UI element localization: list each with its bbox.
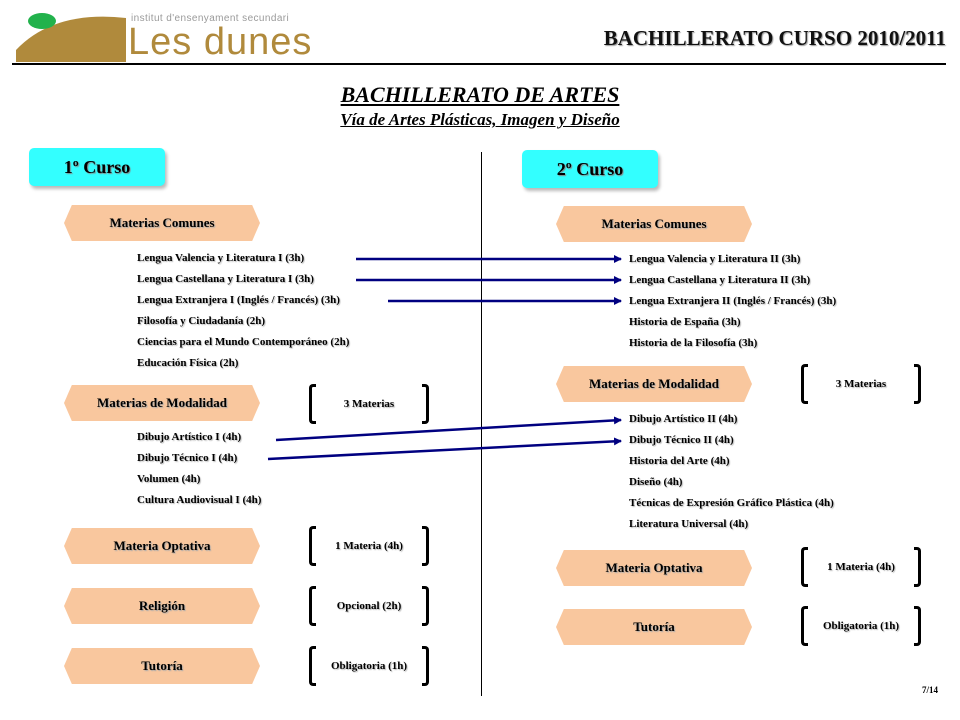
left-optativa-label: Materia Optativa (64, 528, 260, 564)
curso-1-box: 1º Curso (29, 148, 165, 186)
left-modalidad-note: 3 Materias (309, 384, 429, 424)
header-rule (12, 63, 946, 65)
page-number: 7/14 (921, 685, 938, 695)
curso-2-box: 2º Curso (522, 150, 658, 188)
right-comunes-label: Materias Comunes (556, 206, 752, 242)
logo-subtitle: institut d'ensenyament secundari (131, 13, 290, 24)
left-optativa-note: 1 Materia (4h) (309, 526, 429, 566)
left-modalidad-item: Cultura Audiovisual I (4h) (137, 494, 262, 506)
right-modalidad-note: 3 Materias (801, 364, 921, 404)
left-modalidad-item: Dibujo Técnico I (4h) (137, 452, 238, 464)
left-comunes-item: Lengua Castellana y Literatura I (3h) (137, 273, 314, 285)
page-title: BACHILLERATO DE ARTES (340, 82, 620, 107)
right-tutoria-note: Obligatoria (1h) (801, 606, 921, 646)
left-religion-label: Religión (64, 588, 260, 624)
left-comunes-item: Ciencias para el Mundo Contemporáneo (2h… (137, 336, 350, 348)
left-comunes-label: Materias Comunes (64, 205, 260, 241)
right-comunes-item: Lengua Castellana y Literatura II (3h) (629, 274, 811, 286)
left-comunes-item: Filosofía y Ciudadanía (2h) (137, 315, 266, 327)
logo-name: Les dunes (128, 21, 313, 63)
right-modalidad-label: Materias de Modalidad (556, 366, 752, 402)
right-comunes-item: Lengua Valencia y Literatura II (3h) (629, 253, 801, 265)
right-tutoria-label: Tutoría (556, 609, 752, 645)
header-title: BACHILLERATO CURSO 2010/2011 (603, 26, 946, 50)
right-optativa-note: 1 Materia (4h) (801, 547, 921, 587)
right-optativa-label: Materia Optativa (556, 550, 752, 586)
right-modalidad-item: Dibujo Artístico II (4h) (629, 413, 738, 425)
right-modalidad-item: Dibujo Técnico II (4h) (629, 434, 734, 446)
right-comunes-item: Lengua Extranjera II (Inglés / Francés) … (629, 295, 837, 307)
left-modalidad-item: Volumen (4h) (137, 473, 201, 485)
school-logo (16, 13, 126, 62)
arrow-dibujo-tecnico (267, 437, 622, 461)
right-comunes-item: Historia de la Filosofía (3h) (629, 337, 758, 349)
left-religion-note: Opcional (2h) (309, 586, 429, 626)
left-tutoria-note: Obligatoria (1h) (309, 646, 429, 686)
left-modalidad-item: Dibujo Artístico I (4h) (137, 431, 242, 443)
left-comunes-item: Educación Física (2h) (137, 357, 239, 369)
left-comunes-item: Lengua Extranjera I (Inglés / Francés) (… (137, 294, 340, 306)
right-modalidad-item: Diseño (4h) (629, 476, 683, 488)
right-comunes-item: Historia de España (3h) (629, 316, 741, 328)
left-modalidad-label: Materias de Modalidad (64, 385, 260, 421)
column-divider (481, 152, 482, 696)
right-modalidad-item: Técnicas de Expresión Gráfico Plástica (… (629, 497, 834, 509)
left-comunes-item: Lengua Valencia y Literatura I (3h) (137, 252, 305, 264)
arrow-dibujo-artistico (275, 416, 622, 442)
right-modalidad-item: Historia del Arte (4h) (629, 455, 730, 467)
page-subtitle: Vía de Artes Plásticas, Imagen y Diseño (340, 110, 620, 129)
right-modalidad-item: Literatura Universal (4h) (629, 518, 749, 530)
left-tutoria-label: Tutoría (64, 648, 260, 684)
